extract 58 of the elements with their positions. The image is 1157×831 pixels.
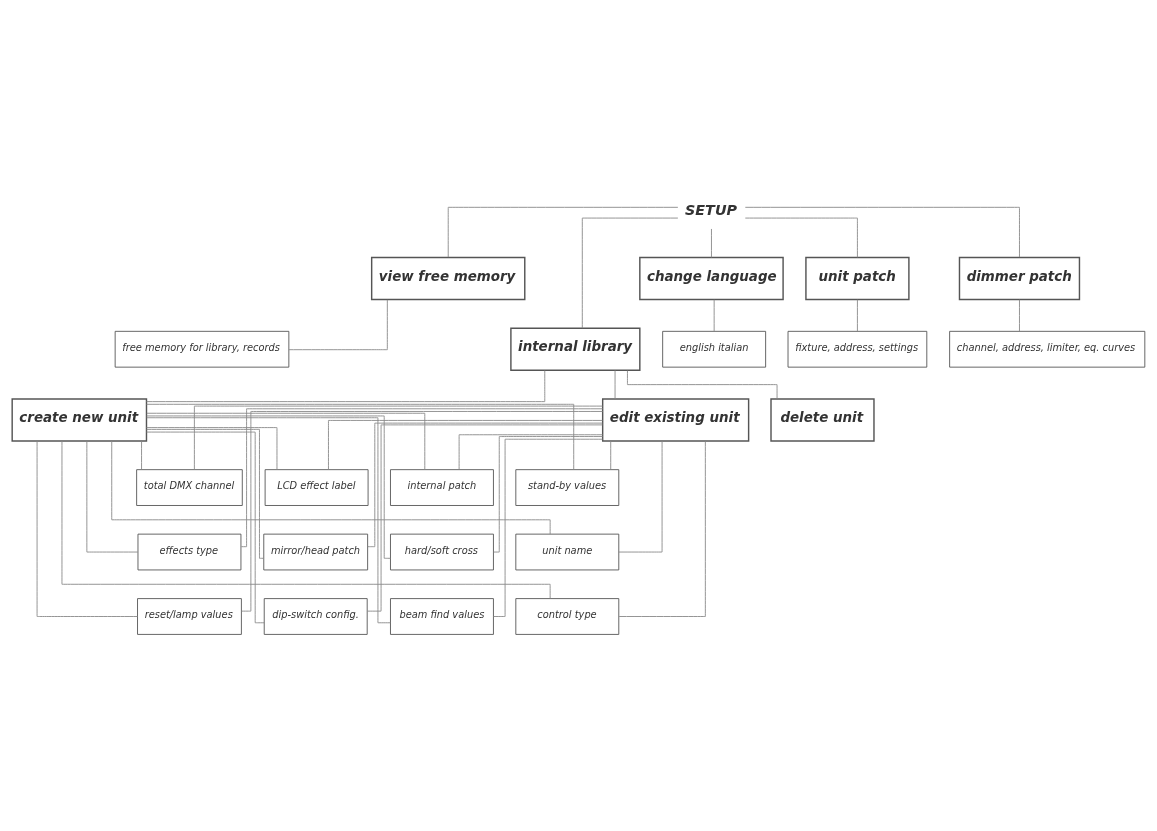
connector — [146, 403, 575, 470]
node-box: english italian — [662, 330, 767, 368]
node-box: control type — [515, 598, 620, 635]
connector — [146, 370, 546, 403]
connector — [447, 206, 679, 258]
connector — [367, 422, 603, 548]
connector — [458, 434, 604, 470]
node-box: total DMX channel — [136, 469, 243, 506]
connector — [610, 440, 612, 470]
node-box: mirror/head patch — [263, 533, 369, 571]
connector — [366, 424, 603, 612]
node-box: unit name — [515, 533, 620, 571]
node-box: beam find values — [390, 598, 494, 635]
connector — [493, 438, 604, 617]
connector — [141, 440, 142, 470]
connector — [614, 370, 616, 400]
node-box: create new unit — [11, 398, 148, 442]
node-box: dimmer patch — [958, 256, 1081, 301]
connector — [193, 405, 603, 470]
connector — [86, 440, 139, 553]
connector — [713, 299, 715, 332]
connector — [240, 408, 604, 548]
connector — [146, 412, 426, 471]
node-box: free memory for library, records — [114, 330, 290, 368]
connector — [618, 440, 706, 617]
node-box: internal library — [510, 327, 641, 371]
node-box: hard/soft cross — [390, 533, 494, 571]
node-box: effects type — [137, 533, 242, 571]
connector — [1019, 299, 1020, 332]
node-box: stand-by values — [515, 469, 620, 506]
node-box: internal patch — [390, 469, 494, 506]
connector — [241, 411, 604, 612]
connector — [744, 217, 858, 258]
node-box: edit existing unit — [601, 398, 750, 442]
connector — [328, 419, 603, 471]
node-box: fixture, address, settings — [787, 330, 928, 368]
node-box: reset/lamp values — [137, 598, 242, 635]
connector — [856, 299, 858, 332]
connector — [581, 217, 679, 329]
connector — [618, 440, 663, 553]
connector — [711, 228, 712, 258]
node-box: view free memory — [370, 256, 526, 301]
connector — [288, 299, 388, 351]
connector — [146, 417, 391, 624]
connector — [146, 431, 265, 624]
connector — [744, 206, 1020, 258]
connector — [493, 436, 604, 553]
connector — [146, 428, 264, 559]
connector — [146, 415, 391, 559]
node-box: delete unit — [770, 398, 875, 442]
connector — [146, 427, 278, 471]
node-box: LCD effect label — [264, 469, 369, 506]
node-box: channel, address, limiter, eq. curves — [949, 330, 1146, 368]
connector — [36, 440, 138, 617]
node-box: change language — [639, 256, 784, 301]
node-box: dip-switch config. — [263, 598, 368, 635]
node-box: unit patch — [805, 256, 910, 301]
node-text: SETUP — [685, 202, 738, 219]
